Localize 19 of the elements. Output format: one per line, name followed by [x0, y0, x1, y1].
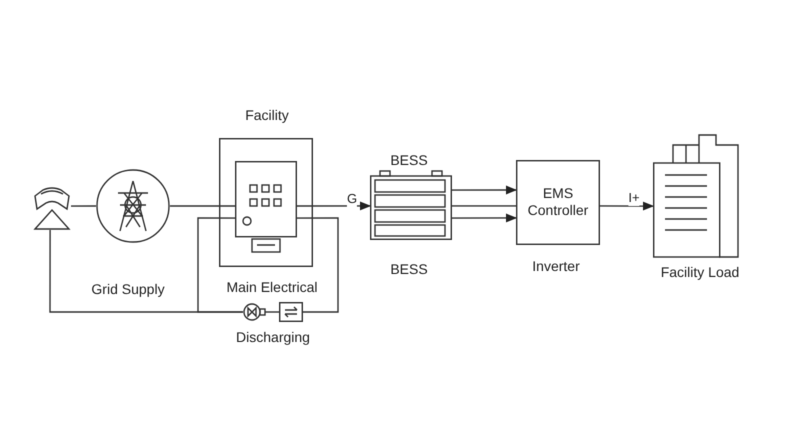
node-label: Facility Load [660, 264, 740, 281]
group-heading: Facility [245, 107, 289, 124]
arrow [600, 202, 654, 210]
connector-line [71, 205, 96, 207]
connector-line [452, 205, 516, 207]
connector-line [197, 217, 243, 313]
node-label: Grid Supply [91, 281, 165, 298]
text-label: Discharging [236, 329, 310, 346]
text-label: Main Electrical [226, 279, 318, 296]
node-label: Inverter [532, 258, 580, 275]
arrow [297, 202, 372, 210]
node-label: BESS [390, 152, 428, 169]
arrow [452, 186, 518, 194]
connector-line [297, 217, 339, 313]
arrow [452, 214, 518, 222]
connector-line [170, 205, 235, 207]
node-label: BESS [390, 261, 428, 278]
connector-line [265, 311, 279, 313]
node-label: EMS Controller [526, 185, 590, 219]
